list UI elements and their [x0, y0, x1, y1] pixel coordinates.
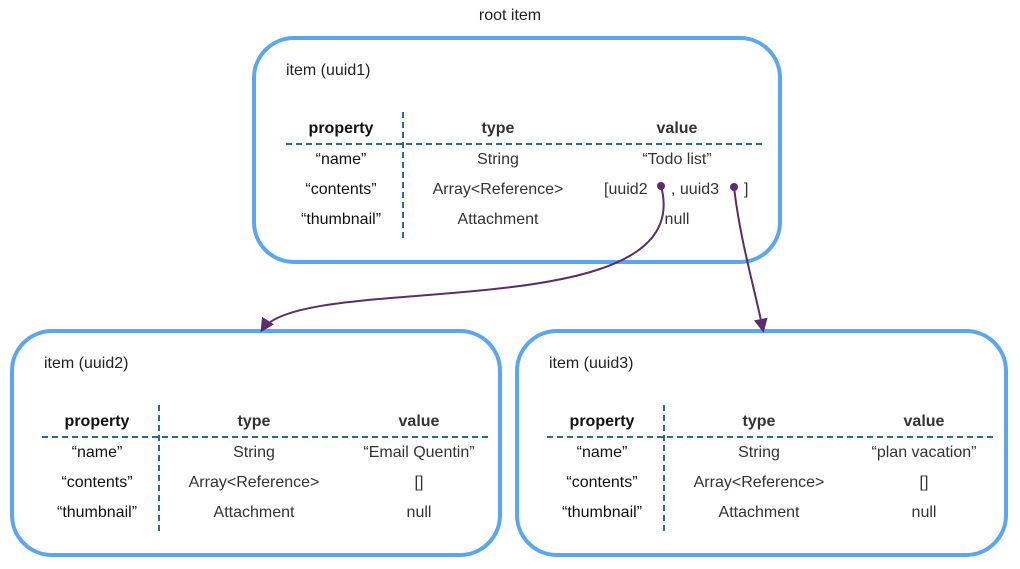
row-type: Array<Reference>	[432, 181, 564, 198]
row-value: null	[664, 211, 690, 228]
item-title: item (uuid1)	[286, 62, 371, 79]
row-type: String	[477, 151, 519, 168]
row-property: “contents”	[305, 181, 377, 198]
header-divider	[42, 436, 488, 438]
row-property: “thumbnail”	[561, 504, 643, 521]
item-title: item (uuid3)	[549, 355, 634, 372]
row-value: “Todo list”	[642, 151, 712, 168]
row-type: Array<Reference>	[693, 474, 825, 491]
column-divider	[402, 112, 404, 238]
item-title: item (uuid2)	[44, 355, 129, 372]
root-item-caption: root item	[478, 7, 542, 24]
row-property: “thumbnail”	[56, 504, 138, 521]
root-item-box: item (uuid1) property type value “name” …	[252, 36, 782, 264]
header-property: property	[64, 413, 130, 430]
header-property: property	[569, 413, 635, 430]
header-divider	[286, 143, 762, 145]
row-type: Attachment	[213, 504, 295, 521]
reference-open: [uuid2	[604, 181, 648, 198]
header-value: value	[656, 120, 698, 137]
row-property: “name”	[71, 444, 123, 461]
header-type: type	[237, 413, 271, 430]
row-type: Array<Reference>	[188, 474, 320, 491]
header-type: type	[481, 120, 515, 137]
header-property: property	[308, 120, 374, 137]
reference-uuid3: , uuid3	[671, 181, 720, 198]
header-value: value	[398, 413, 440, 430]
header-type: type	[742, 413, 776, 430]
row-value: []	[414, 474, 424, 491]
row-property: “name”	[576, 444, 628, 461]
row-value: null	[406, 504, 432, 521]
row-property: “contents”	[61, 474, 133, 491]
row-property: “thumbnail”	[300, 211, 382, 228]
column-divider	[158, 405, 160, 531]
row-type: Attachment	[718, 504, 800, 521]
row-value: []	[919, 474, 929, 491]
row-value: null	[911, 504, 937, 521]
row-value: “plan vacation”	[871, 444, 977, 461]
row-type: String	[233, 444, 275, 461]
child-item-box-uuid3: item (uuid3) property type value “name” …	[515, 329, 1008, 557]
row-value: “Email Quentin”	[363, 444, 475, 461]
row-property: “name”	[315, 151, 367, 168]
row-type: String	[738, 444, 780, 461]
row-property: “contents”	[566, 474, 638, 491]
row-type: Attachment	[457, 211, 539, 228]
column-divider	[663, 405, 665, 531]
header-value: value	[903, 413, 945, 430]
header-divider	[547, 436, 993, 438]
reference-close: ]	[744, 181, 749, 198]
child-item-box-uuid2: item (uuid2) property type value “name” …	[10, 329, 502, 557]
